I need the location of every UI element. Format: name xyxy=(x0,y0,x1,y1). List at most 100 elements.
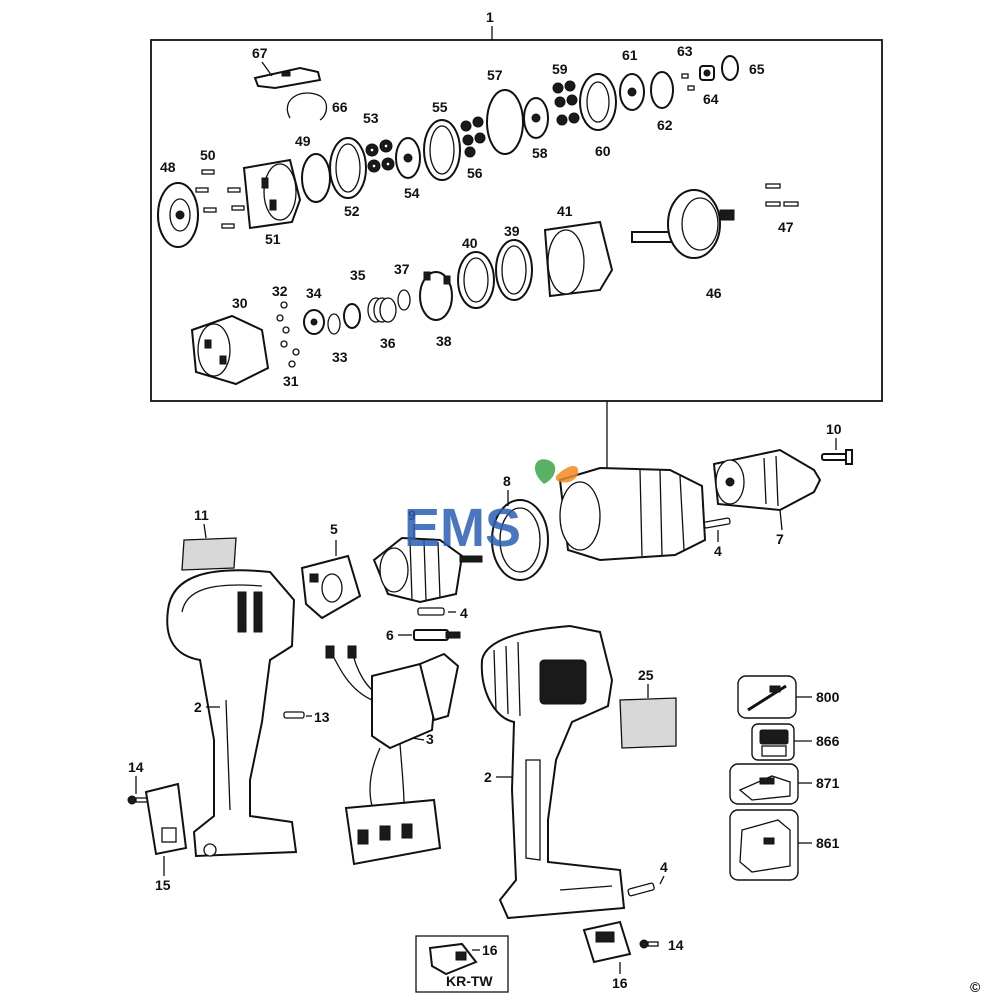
label-56: 56 xyxy=(467,165,483,181)
part-4-screw-chuck xyxy=(703,517,731,529)
label-40: 40 xyxy=(462,235,478,251)
label-48: 48 xyxy=(160,159,176,175)
part-15-belt-clip xyxy=(144,782,188,856)
label-54: 54 xyxy=(404,185,420,201)
label-47: 47 xyxy=(778,219,794,235)
label-14b: 14 xyxy=(668,937,684,953)
part-62-plate xyxy=(650,71,674,109)
label-4b: 4 xyxy=(460,605,468,621)
part-7-chuck xyxy=(712,448,822,512)
part-63-pins xyxy=(681,73,695,91)
label-14a: 14 xyxy=(128,759,144,775)
part-53-planet-gears xyxy=(365,139,395,173)
label-13: 13 xyxy=(314,709,330,725)
label-800: 800 xyxy=(816,689,840,705)
label-11: 11 xyxy=(194,507,209,523)
label-32: 32 xyxy=(272,283,288,299)
label-16b: 16 xyxy=(612,975,628,991)
gearbox-subassembly-frame xyxy=(150,39,883,402)
copyright-mark: © xyxy=(970,979,981,995)
part-13-pin xyxy=(283,711,305,719)
watermark-leaf-orange xyxy=(556,465,579,483)
label-52: 52 xyxy=(344,203,360,219)
ems-watermark-logo: EMS xyxy=(404,459,579,558)
part-10-screw xyxy=(821,449,853,465)
part-37-ring xyxy=(397,289,411,311)
part-65-washer xyxy=(721,55,739,81)
part-61-carrier xyxy=(619,73,645,111)
label-50: 50 xyxy=(200,147,216,163)
part-33-ring xyxy=(327,313,341,335)
label-25: 25 xyxy=(638,667,654,683)
accessory-866-battery xyxy=(751,723,795,761)
label-61: 61 xyxy=(622,47,638,63)
label-63: 63 xyxy=(677,43,693,59)
part-52-ring-gear xyxy=(329,137,367,199)
part-36-spring xyxy=(367,297,397,323)
label-38: 38 xyxy=(436,333,452,349)
accessory-800-bit xyxy=(737,675,797,719)
label-10: 10 xyxy=(826,421,842,437)
part-35-plate xyxy=(343,303,361,329)
part-54-planet-carrier xyxy=(395,137,421,179)
part-46-spindle xyxy=(631,189,735,259)
part-48-end-plate xyxy=(157,182,199,248)
label-33: 33 xyxy=(332,349,348,365)
label-55: 55 xyxy=(432,99,448,115)
label-2a: 2 xyxy=(194,699,202,715)
part-64-bushing xyxy=(699,65,715,81)
part-32-balls xyxy=(276,301,290,334)
part-51-gear-housing xyxy=(242,158,302,230)
label-60: 60 xyxy=(595,143,611,159)
part-56-planet-gears xyxy=(460,116,486,158)
part-47-screws xyxy=(765,183,799,207)
part-8-magnet-ring xyxy=(491,499,549,581)
part-6-connector xyxy=(413,629,461,641)
part-1-gearbox-assembly xyxy=(558,466,707,562)
label-66: 66 xyxy=(332,99,348,115)
part-2-housing-right xyxy=(480,624,626,920)
part-25-label xyxy=(619,697,677,749)
part-11-label xyxy=(181,537,237,571)
label-36: 36 xyxy=(380,335,396,351)
label-64: 64 xyxy=(703,91,719,107)
part-14-screw-left xyxy=(127,795,149,805)
label-65: 65 xyxy=(749,61,765,77)
part-50-screws xyxy=(195,169,245,229)
part-16-latch xyxy=(582,920,632,964)
label-8: 8 xyxy=(503,473,511,489)
label-59: 59 xyxy=(552,61,568,77)
part-9-armature xyxy=(372,536,483,604)
label-30: 30 xyxy=(232,295,248,311)
part-4-screw-body xyxy=(627,882,655,897)
label-871: 871 xyxy=(816,775,840,791)
label-861: 861 xyxy=(816,835,840,851)
part-55-ring-gear xyxy=(423,119,461,181)
part-39-ring xyxy=(495,239,533,301)
label-15: 15 xyxy=(155,877,171,893)
label-5: 5 xyxy=(330,521,338,537)
part-41-ring-gear xyxy=(543,220,614,298)
label-62: 62 xyxy=(657,117,673,133)
part-67-clip xyxy=(253,66,322,90)
label-41: 41 xyxy=(557,203,573,219)
label-1: 1 xyxy=(486,9,494,25)
label-9: 9 xyxy=(408,507,416,523)
part-4-screw-armature xyxy=(417,607,445,616)
label-67: 67 xyxy=(252,45,268,61)
label-53: 53 xyxy=(363,110,379,126)
part-5-brush-plate xyxy=(300,554,362,620)
accessory-871-charger xyxy=(729,763,799,805)
label-57: 57 xyxy=(487,67,503,83)
label-34: 34 xyxy=(306,285,322,301)
part-2-housing-left xyxy=(166,569,298,858)
kr-tw-label: KR-TW xyxy=(446,973,493,989)
label-51: 51 xyxy=(265,231,281,247)
label-3: 3 xyxy=(426,731,434,747)
label-7: 7 xyxy=(776,531,784,547)
accessory-861-case xyxy=(729,809,799,881)
label-16a: 16 xyxy=(482,942,498,958)
label-37: 37 xyxy=(394,261,410,277)
part-57-washer xyxy=(486,89,524,155)
